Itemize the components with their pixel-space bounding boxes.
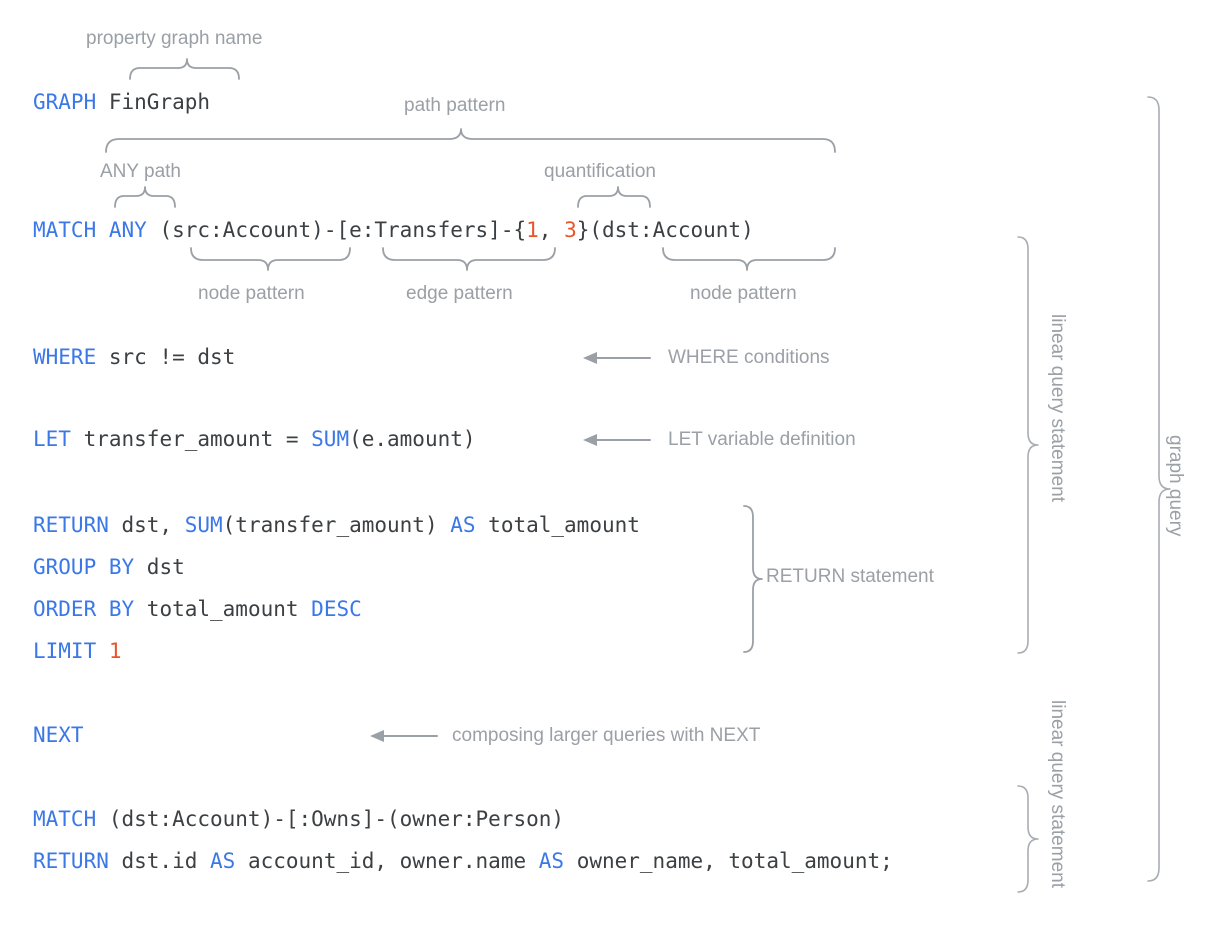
code-line-return1: RETURN dst, SUM(transfer_amount) AS tota… [33,513,640,537]
code-token: 1 [526,218,539,242]
label-graph-query: graph query [1165,435,1186,537]
code-token: ANY [108,218,147,242]
code-token: RETURN [33,849,109,873]
code-token: 3 [564,218,577,242]
label-path-pattern: path pattern [404,95,506,116]
code-token: WHERE [33,345,97,369]
label-node-pattern-2: node pattern [690,283,797,304]
label-linear-query-statement-1: linear query statement [1047,314,1068,502]
code-line-next: NEXT [33,723,84,747]
code-token: MATCH [33,807,97,831]
brace-edge-pattern [382,247,556,271]
code-token: , [538,218,565,242]
code-token: 1 [108,639,122,663]
code-token: transfer_amount = [70,427,312,451]
code-token: SUM [184,513,223,537]
code-token: RETURN [33,513,109,537]
code-line-return2: RETURN dst.id AS account_id, owner.name … [33,849,893,873]
code-token: AS [210,849,236,873]
code-line-match1: MATCH ANY (src:Account)-[e:Transfers]-{1… [33,218,754,242]
code-token: src != dst [96,345,236,369]
label-quantification: quantification [544,161,656,182]
label-return-statement: RETURN statement [766,566,934,587]
code-line-where: WHERE src != dst [33,345,235,369]
code-token: dst.id [108,849,211,873]
code-line-match2: MATCH (dst:Account)-[:Owns]-(owner:Perso… [33,807,564,831]
code-token: NEXT [33,723,84,747]
code-token: DESC [311,597,362,621]
code-token: (e.amount) [349,427,476,451]
code-line-groupby: GROUP BY dst [33,555,185,579]
code-token: dst, [108,513,185,537]
code-token: LIMIT [33,639,97,663]
brace-path-pattern [105,128,836,153]
code-token: GROUP BY [33,555,135,579]
code-token [96,639,109,663]
code-token: AS [538,849,565,873]
label-edge-pattern: edge pattern [406,283,513,304]
label-linear-query-statement-2: linear query statement [1047,700,1068,888]
code-token: SUM [311,427,350,451]
label-next-note: composing larger queries with NEXT [452,725,761,746]
arrow-let-variable-definition [583,434,651,446]
code-token: account_id, owner.name [235,849,539,873]
code-line-limit: LIMIT 1 [33,639,122,663]
brace-node-pattern-1 [190,247,351,271]
code-token: (src:Account)-[e:Transfers]-{ [146,218,527,242]
code-token: LET [33,427,71,451]
code-token: dst [134,555,185,579]
code-token: }(dst:Account) [576,218,754,242]
label-let-variable-definition: LET variable definition [668,429,856,450]
code-token: total_amount [134,597,312,621]
code-token: AS [450,513,476,537]
code-token: MATCH [33,218,97,242]
code-token: GRAPH [33,90,97,114]
brace-node-pattern-2 [662,247,836,271]
label-where-conditions: WHERE conditions [668,347,830,368]
code-line-let: LET transfer_amount = SUM(e.amount) [33,427,476,451]
code-token: total_amount [475,513,640,537]
brace-linear-query-statement-1 [1017,236,1039,654]
brace-quantification [577,186,651,208]
brace-any-path [114,186,176,208]
code-token [96,218,109,242]
code-line-graph: GRAPH FinGraph [33,90,210,114]
code-token: owner_name, total_amount; [564,849,893,873]
brace-property-graph-name [129,58,240,80]
brace-linear-query-statement-2 [1017,785,1039,893]
code-token: ORDER BY [33,597,135,621]
code-token: FinGraph [108,90,211,114]
arrow-where-conditions [583,352,651,364]
code-line-orderby: ORDER BY total_amount DESC [33,597,362,621]
code-token: (dst:Account)-[:Owns]-(owner:Person) [96,807,565,831]
brace-return-statement [743,505,763,653]
code-token [96,90,109,114]
arrow-next-note [370,730,438,742]
code-token: (transfer_amount) [222,513,451,537]
label-any-path: ANY path [100,161,181,182]
label-property-graph-name: property graph name [86,28,263,49]
label-node-pattern-1: node pattern [198,283,305,304]
